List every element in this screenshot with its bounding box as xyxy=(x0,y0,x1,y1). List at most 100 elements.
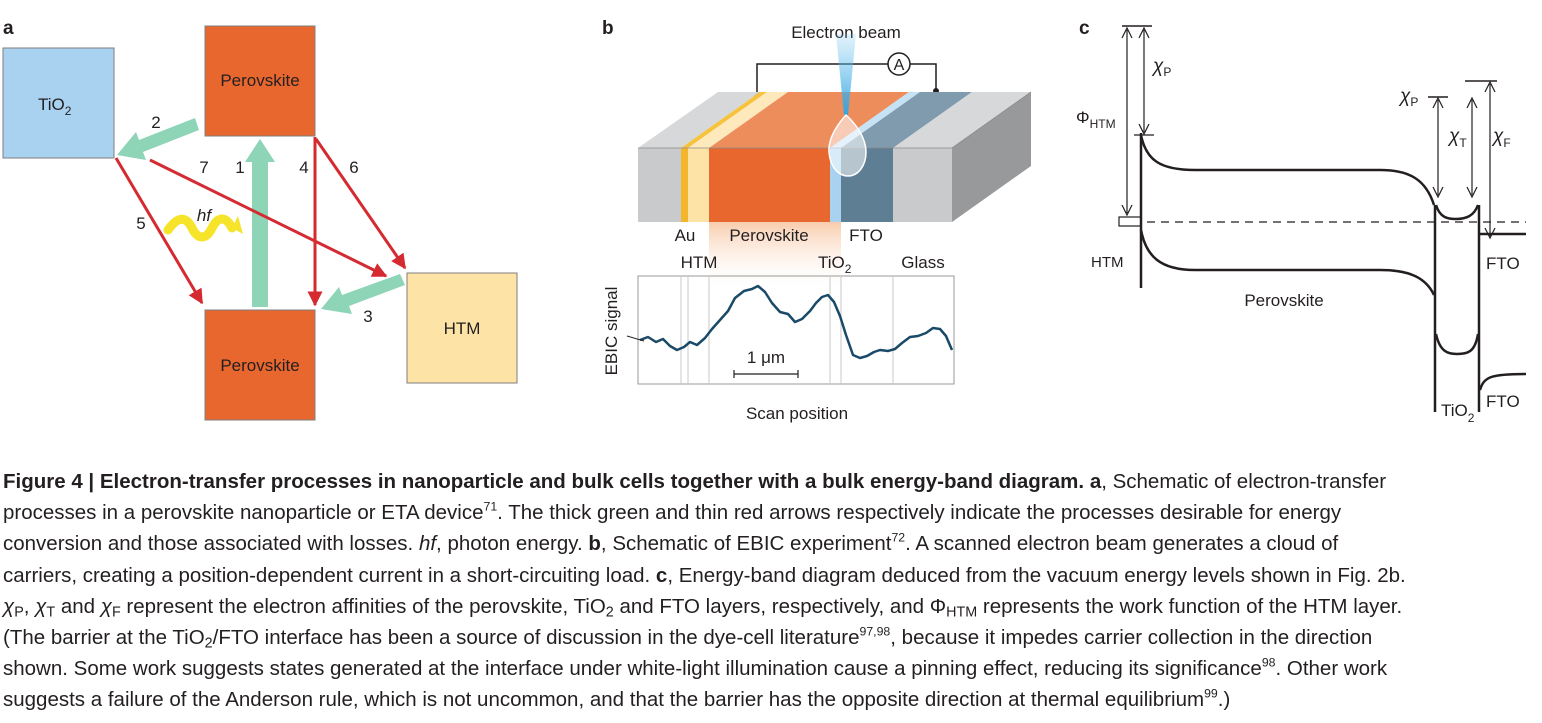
ebic-signal-curve xyxy=(639,284,954,360)
htm-front xyxy=(688,148,709,222)
circuit-wire-right xyxy=(910,63,937,91)
layer-label-perovskite: Perovskite xyxy=(729,226,808,245)
block-side-face xyxy=(952,92,1031,222)
layer-label-tio2: TiO xyxy=(818,253,845,272)
arrow-label-7: 7 xyxy=(199,158,208,177)
tio2-label: TiO xyxy=(38,95,65,114)
photon-label: hf xyxy=(197,206,213,225)
chi-p-label-right: χ xyxy=(1398,86,1411,107)
electron-beam-label: Electron beam xyxy=(791,23,901,42)
scale-bar-label: 1 μm xyxy=(747,348,785,367)
ref-72: 72 xyxy=(891,530,906,545)
layer-label-au: Au xyxy=(675,226,696,245)
conduction-band xyxy=(1139,134,1436,206)
perovskite-top-label: Perovskite xyxy=(220,71,299,90)
ebic-plot-frame xyxy=(637,275,955,385)
caption-line-3: conversion and those associated with los… xyxy=(3,530,1339,556)
arrow-2-green xyxy=(117,118,199,160)
tio2-front xyxy=(830,148,841,222)
arrow-3-green xyxy=(321,274,405,314)
glass-front-left xyxy=(638,148,681,222)
caption-panel-c: c xyxy=(655,563,668,587)
svg-text:χP: χP xyxy=(1151,56,1171,79)
caption-line-6: (The barrier at the TiO2/FTO interface h… xyxy=(3,624,1373,652)
band-label-perovskite: Perovskite xyxy=(1244,291,1323,310)
arrow-label-5: 5 xyxy=(136,214,145,233)
electron-beam xyxy=(836,34,856,115)
valence-band xyxy=(1139,229,1436,296)
panel-c-letter: c xyxy=(1079,18,1090,39)
htm-fermi-marker xyxy=(1118,216,1142,227)
fto-top xyxy=(841,92,972,148)
carrier-cloud xyxy=(828,113,867,177)
panel-a: a TiO2 Perovskite Perovskite HTM 1 2 3 4… xyxy=(2,18,518,421)
htm-label: HTM xyxy=(444,319,481,338)
arrow-6-red xyxy=(314,138,407,270)
figure-caption: Figure 4 | Electron-transfer processes i… xyxy=(3,466,1533,716)
band-label-fto-bottom: FTO xyxy=(1486,392,1520,411)
perovskite-top xyxy=(709,92,909,148)
chi-p-label-left: χ xyxy=(1151,56,1164,77)
svg-text:TiO2: TiO2 xyxy=(1441,401,1475,425)
chi-f-sub: F xyxy=(1503,136,1510,150)
tio2-conduction-well xyxy=(1434,204,1480,221)
caption-line-5: χP, χT and χF represent the electron aff… xyxy=(3,594,1403,621)
circuit-wire-left xyxy=(756,63,888,95)
svg-text:ΦHTM: ΦHTM xyxy=(1076,108,1116,131)
band-label-tio2: TiO xyxy=(1441,401,1468,420)
layer-label-glass: Glass xyxy=(901,253,944,272)
ebic-x-axis-label: Scan position xyxy=(746,404,848,423)
photon-arrowhead xyxy=(232,216,243,234)
arrow-label-6: 6 xyxy=(349,158,358,177)
glass-front-right xyxy=(893,148,952,222)
svg-text:TiO2: TiO2 xyxy=(818,253,852,276)
htm-box xyxy=(406,272,518,384)
caption-line-2: processes in a perovskite nanoparticle o… xyxy=(3,499,1342,525)
arrow-7-red xyxy=(149,158,388,278)
au-front xyxy=(681,148,688,222)
caption-panel-a: a xyxy=(1089,470,1102,493)
photon-squiggle xyxy=(163,214,237,242)
perovskite-bottom-box xyxy=(204,309,316,421)
svg-text:χT: χT xyxy=(1447,126,1467,150)
chi-p-sub-left: P xyxy=(1163,65,1171,79)
caption-line-8: suggests a failure of the Anderson rule,… xyxy=(3,686,1231,712)
carrier-glow xyxy=(709,222,841,292)
arrow-label-2: 2 xyxy=(151,113,160,132)
htm-top xyxy=(688,92,788,148)
au-top xyxy=(681,92,767,148)
glass-top-left xyxy=(638,92,760,148)
ebic-layer-boundaries xyxy=(680,276,894,384)
svg-text:TiO2: TiO2 xyxy=(38,95,72,118)
ref-98: 98 xyxy=(1261,655,1276,670)
arrow-1-green xyxy=(245,139,275,307)
arrow-label-4: 4 xyxy=(299,158,308,177)
ref-97-98: 97,98 xyxy=(859,624,891,639)
ebic-y-axis-label: EBIC signal xyxy=(602,287,621,376)
chi-t-sub: T xyxy=(1459,136,1467,150)
layer-label-fto: FTO xyxy=(849,226,883,245)
perovskite-bottom-label: Perovskite xyxy=(220,356,299,375)
caption-line-1: Figure 4 | Electron-transfer processes i… xyxy=(3,470,1387,493)
ref-99: 99 xyxy=(1204,686,1218,701)
svg-text:χF: χF xyxy=(1491,126,1511,150)
ammeter-label: A xyxy=(894,57,905,74)
chi-f-label: χ xyxy=(1491,126,1504,147)
perovskite-front xyxy=(709,148,830,222)
band-label-fto-right: FTO xyxy=(1486,254,1520,273)
arrow-label-3: 3 xyxy=(363,307,372,326)
caption-line-7: shown. Some work suggests states generat… xyxy=(3,655,1388,681)
phi-label: Φ xyxy=(1076,108,1090,127)
caption-title: Figure 4 | Electron-transfer processes i… xyxy=(3,470,1085,493)
svg-text:χP: χP xyxy=(1398,86,1418,109)
tio2-valence-well xyxy=(1434,333,1480,356)
ref-71: 71 xyxy=(483,499,498,514)
chi-t-label: χ xyxy=(1447,126,1460,147)
panel-b-letter: b xyxy=(602,18,614,39)
phi-sub: HTM xyxy=(1090,117,1116,131)
y-axis-pointer xyxy=(626,335,645,342)
perovskite-top-box xyxy=(204,25,316,137)
chi-p-sub-right: P xyxy=(1410,95,1418,109)
ammeter-icon xyxy=(887,52,911,76)
caption-line-4: carriers, creating a position-dependent … xyxy=(3,563,1406,587)
